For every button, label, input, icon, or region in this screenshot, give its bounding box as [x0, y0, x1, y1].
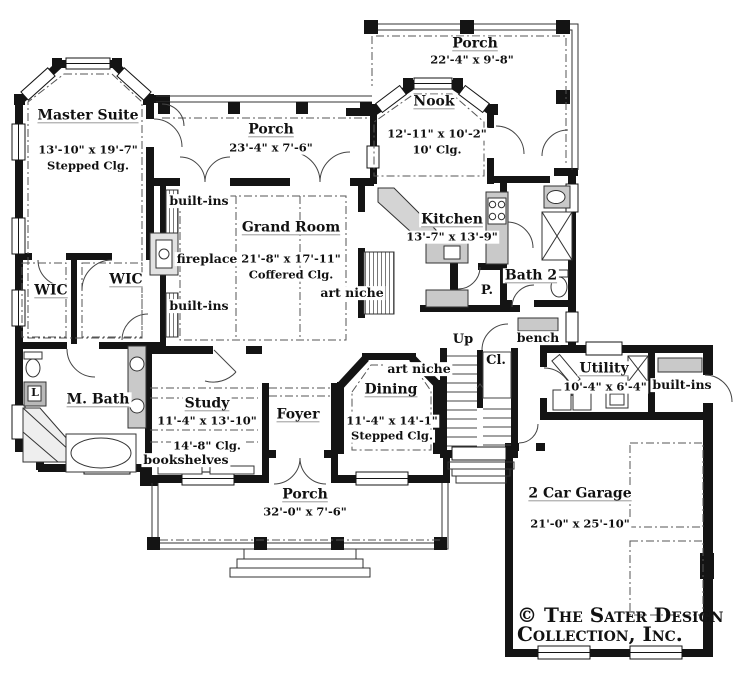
- room-label-porch-right: Porch: [450, 35, 500, 52]
- door-swings: [37, 103, 733, 485]
- room-label-wic-left: WIC: [32, 282, 70, 299]
- room-label-utility: Utility: [577, 360, 631, 377]
- room-dims-grand-room: 21'-8" x 17'-11": [239, 251, 343, 266]
- note-builtins-garage: built-ins: [650, 377, 714, 393]
- room-label-grand-room: Grand Room: [239, 219, 343, 236]
- room-label-linen: L: [31, 385, 39, 400]
- note-closet: Cl.: [484, 352, 508, 369]
- room-dims-study: 11'-4" x 13'-10": [155, 413, 259, 428]
- room-label-bath2: Bath 2: [502, 267, 560, 284]
- room-dims-kitchen: 13'-7" x 13'-9": [404, 229, 500, 244]
- window-midlines: [18, 63, 682, 653]
- copyright-line2: Collection, Inc.: [517, 622, 683, 646]
- room-ceiling-master-suite: Stepped Clg.: [45, 158, 131, 173]
- room-ceiling-grand-room: Coffered Clg.: [246, 267, 336, 282]
- note-bookshelves: bookshelves: [141, 452, 231, 468]
- room-label-kitchen: Kitchen: [419, 211, 485, 228]
- note-builtins-grand-bottom: built-ins: [167, 298, 231, 314]
- room-label-garage: 2 Car Garage: [526, 485, 634, 502]
- room-label-pantry: P.: [478, 282, 496, 299]
- note-art-niche-dining: art niche: [385, 361, 453, 377]
- room-dims-garage: 21'-0" x 25'-10": [528, 516, 632, 531]
- porch-edges: [151, 23, 579, 578]
- fixtures: [22, 185, 703, 475]
- staircase: [447, 351, 512, 447]
- note-art-niche-grand: art niche: [318, 285, 386, 301]
- room-dims-dining: 11'-4" x 14'-1": [344, 413, 440, 428]
- room-dims-porch-bottom: 32'-0" x 7'-6": [261, 504, 349, 519]
- ceiling-lines: [21, 35, 704, 616]
- room-dims-utility: 10'-4" x 6'-4": [561, 379, 649, 394]
- room-dims-porch-right: 22'-4" x 9'-8": [428, 52, 516, 67]
- room-label-study: Study: [182, 395, 232, 412]
- room-ceiling-nook: 10' Clg.: [410, 142, 464, 157]
- room-label-master-bath: M. Bath: [64, 391, 132, 408]
- note-builtins-grand-top: built-ins: [167, 193, 231, 209]
- room-label-porch-bottom: Porch: [280, 486, 330, 503]
- room-label-master-suite: Master Suite: [35, 107, 141, 124]
- note-bench: bench: [514, 330, 562, 346]
- room-label-foyer: Foyer: [274, 406, 322, 423]
- note-fireplace: fireplace: [174, 251, 240, 267]
- room-label-wic-right: WIC: [107, 271, 145, 288]
- room-label-porch-top: Porch: [246, 121, 296, 138]
- room-dims-porch-top: 23'-4" x 7'-6": [227, 140, 315, 155]
- room-label-dining: Dining: [362, 381, 420, 398]
- note-stairs-up: Up: [450, 331, 476, 348]
- room-ceiling-dining: Stepped Clg.: [349, 428, 435, 443]
- copyright-notice: © The Sater Design Collection, Inc.: [517, 603, 727, 646]
- room-dims-nook: 12'-11" x 10'-2": [385, 126, 489, 141]
- room-ceiling-study: 14'-8" Clg.: [171, 438, 243, 453]
- room-label-nook: Nook: [411, 93, 457, 110]
- room-dims-master-suite: 13'-10" x 19'-7": [36, 142, 140, 157]
- copyright-line1: © The Sater Design: [517, 603, 724, 627]
